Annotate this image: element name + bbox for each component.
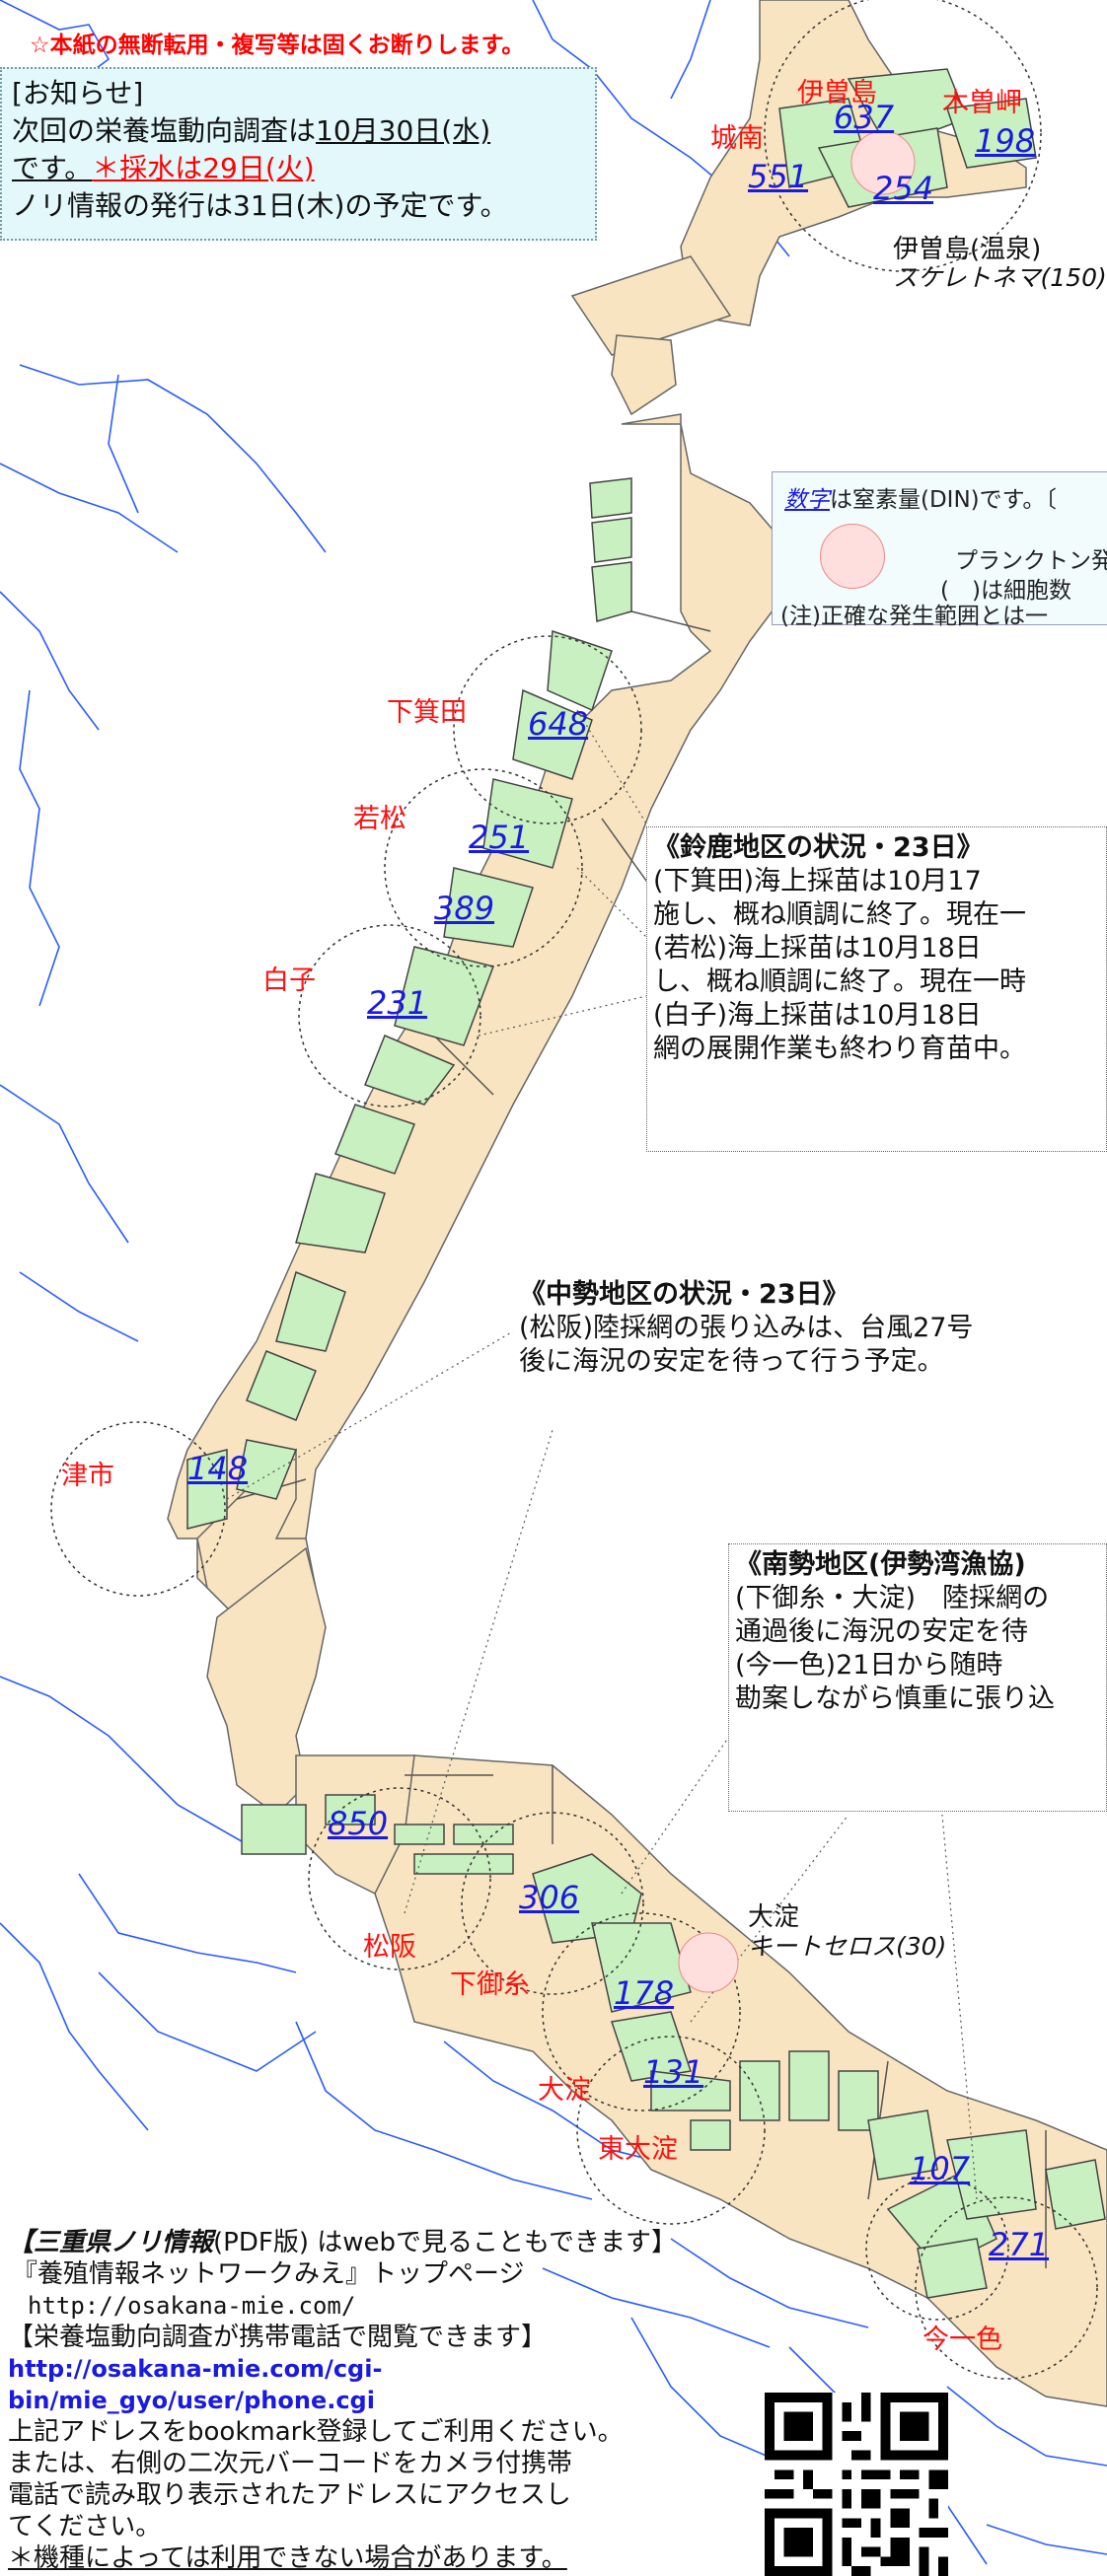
place-tsushi: 津市 (61, 1461, 114, 1491)
din-value: 148 (187, 1450, 249, 1487)
nansei-title: 《南勢地区(伊勢湾漁協) (735, 1549, 1026, 1580)
place-shiroko: 白子 (262, 966, 316, 996)
top-page-link[interactable]: http://osakana-mie.com/ (28, 2292, 356, 2320)
place-jonan: 城南 (710, 123, 764, 154)
din-value: 198 (975, 122, 1036, 160)
din-value: 306 (519, 1879, 580, 1916)
chusei-status-box: 《中勢地区の状況・23日》 (松阪)陸採網の張り込みは、台風27号 後に海況の安… (513, 1274, 1107, 1389)
place-imaisshiki: 今一色 (922, 2325, 1002, 2355)
notice-sampling-date: ＊採水は29日(火) (92, 152, 315, 184)
legend-box: 数字は窒素量(DIN)です。〔 プランクトン発 ( )は細胞数 (注)正確な発生… (772, 471, 1107, 629)
nansei-status-box: 《南勢地区(伊勢湾漁協) (下御糸・大淀) 陸採網の 通過後に海況の安定を待 (… (728, 1543, 1107, 1812)
station-circles (50, 0, 1098, 2380)
chusei-title: 《中勢地区の状況・23日》 (519, 1279, 849, 1310)
phone-url-link[interactable]: http://osakana-mie.com/cgi-bin/mie_gyo/u… (8, 2355, 383, 2414)
plankton-oyodo: キートセロス(30) (748, 1932, 947, 1961)
bottom-line10: ＊機種によっては利用できない場合があります。 (8, 2543, 567, 2573)
legend-plankton-swatch (820, 524, 885, 589)
notice-line1: 次回の栄養塩動向調査は10月30日(水) (12, 114, 491, 147)
bottom-line4: 【栄養塩動向調査が携帯電話で閲覧できます】 (8, 2323, 548, 2352)
nori-areas (186, 68, 1106, 2299)
bottom-info: 【三重県ノリ情報(PDF版) はwebで見ることもできます】 『養殖情報ネットワ… (8, 2227, 738, 2574)
place-matsusaka: 松阪 (363, 1932, 416, 1963)
callout-lines (226, 709, 978, 2200)
legend-line1: は窒素量(DIN)です。〔 (830, 487, 1057, 513)
place-oyodo: 大淀 (538, 2075, 591, 2106)
bottom-line6: 上記アドレスをbookmark登録してご利用ください。 (8, 2417, 624, 2447)
din-value: 271 (989, 2226, 1050, 2263)
notice-line3: ノリ情報の発行は31日(木)の予定です。 (12, 189, 508, 222)
suzuka-line: 網の展開作業も終わり育苗中。 (653, 1034, 1026, 1064)
din-value: 107 (910, 2150, 971, 2187)
din-value: 551 (748, 158, 809, 195)
place-isojima: 伊曽島 (797, 78, 877, 108)
place-isojima-onsen: 伊曽島(温泉) (893, 235, 1042, 264)
din-value: 637 (834, 99, 895, 136)
nansei-line: 勘案しながら慎重に張り込 (735, 1683, 1055, 1714)
bottom-line7: または、右側の二次元バーコードをカメラ付携帯 (8, 2449, 573, 2478)
bottom-line9: てください。 (8, 2512, 162, 2541)
place-wakamatsu: 若松 (353, 804, 406, 834)
legend-line4: (注)正確な発生範囲とは一 (780, 604, 1048, 629)
nansei-line: (今一色)21日から随時 (735, 1650, 1003, 1681)
bottom-line2: 『養殖情報ネットワークみえ』トップページ (12, 2259, 525, 2289)
notice-survey-date: 10月30日(水) (316, 114, 491, 147)
notice-heading: [お知らせ] (12, 77, 144, 109)
nansei-line: 通過後に海況の安定を待 (735, 1616, 1028, 1647)
legend-num-word: 数字 (784, 487, 830, 513)
legend-line3: ( )は細胞数 (940, 578, 1071, 604)
din-value: 251 (469, 819, 530, 856)
bottom-line8: 電話で読み取り表示されたアドレスにアクセスし (8, 2480, 571, 2510)
din-value: 231 (367, 984, 428, 1022)
plankton-isojima: スケレトネマ(150) (893, 263, 1107, 292)
place-shimominoda: 下箕田 (387, 697, 467, 728)
suzuka-line: し、概ね順調に終了。現在一時 (653, 966, 1026, 997)
place-shimomito: 下御糸 (450, 1969, 530, 2000)
copyright-notice: ☆本紙の無断転用・複写等は固くお断りします。 (30, 33, 525, 58)
chusei-line: 後に海況の安定を待って行う予定。 (519, 1346, 944, 1377)
plankton-areas (678, 130, 916, 1993)
chusei-line: (松阪)陸採網の張り込みは、台風27号 (519, 1313, 974, 1343)
din-value: 131 (643, 2053, 704, 2091)
legend-line2: プランクトン発 (955, 548, 1107, 574)
din-value: 178 (614, 1974, 675, 2012)
suzuka-line: (下箕田)海上採苗は10月17 (653, 866, 982, 896)
suzuka-status-box: 《鈴鹿地区の状況・23日》 (下箕田)海上採苗は10月17 施し、概ね順調に終了… (646, 826, 1107, 1152)
qr-code[interactable] (763, 2393, 950, 2576)
din-value: 254 (873, 170, 934, 207)
place-oyodo-station: 大淀 (748, 1902, 800, 1932)
place-kisosaki: 木曽岬 (942, 88, 1022, 118)
bottom-line1: 【三重県ノリ情報(PDF版) はwebで見ることもできます】 (8, 2228, 677, 2257)
place-higashioyodo: 東大淀 (598, 2134, 678, 2165)
suzuka-title: 《鈴鹿地区の状況・23日》 (653, 832, 984, 863)
din-value: 850 (328, 1805, 389, 1842)
notice-box: [お知らせ] 次回の栄養塩動向調査は10月30日(水) です。＊採水は29日(火… (0, 67, 597, 241)
nansei-line: (下御糸・大淀) 陸採網の (735, 1583, 1050, 1613)
notice-line2: です。＊採水は29日(火) (12, 152, 315, 184)
din-value: 648 (528, 705, 589, 743)
suzuka-line: (白子)海上採苗は10月18日 (653, 1000, 982, 1031)
suzuka-line: 施し、概ね順調に終了。現在一 (653, 899, 1026, 930)
din-value: 389 (434, 890, 495, 927)
suzuka-line: (若松)海上採苗は10月18日 (653, 933, 982, 964)
